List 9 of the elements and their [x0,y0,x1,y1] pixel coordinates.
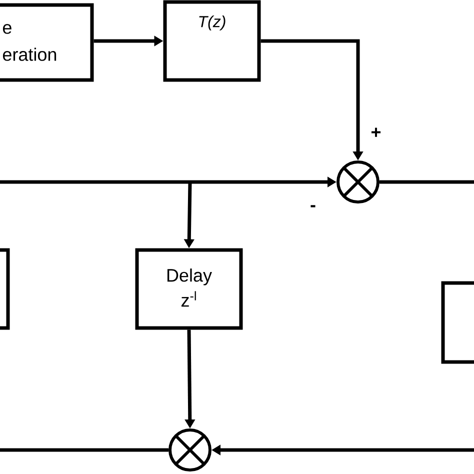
sign-label: - [309,204,317,212]
process-box: e eration [0,3,94,82]
summing-junction [168,428,212,472]
process-box: Delay z$^{-l}$ [135,248,243,330]
summing-junction [336,160,380,204]
block-box [441,281,474,364]
block-box [0,248,10,330]
sign-label: + [370,126,382,140]
process-box: T(z) [163,0,261,82]
